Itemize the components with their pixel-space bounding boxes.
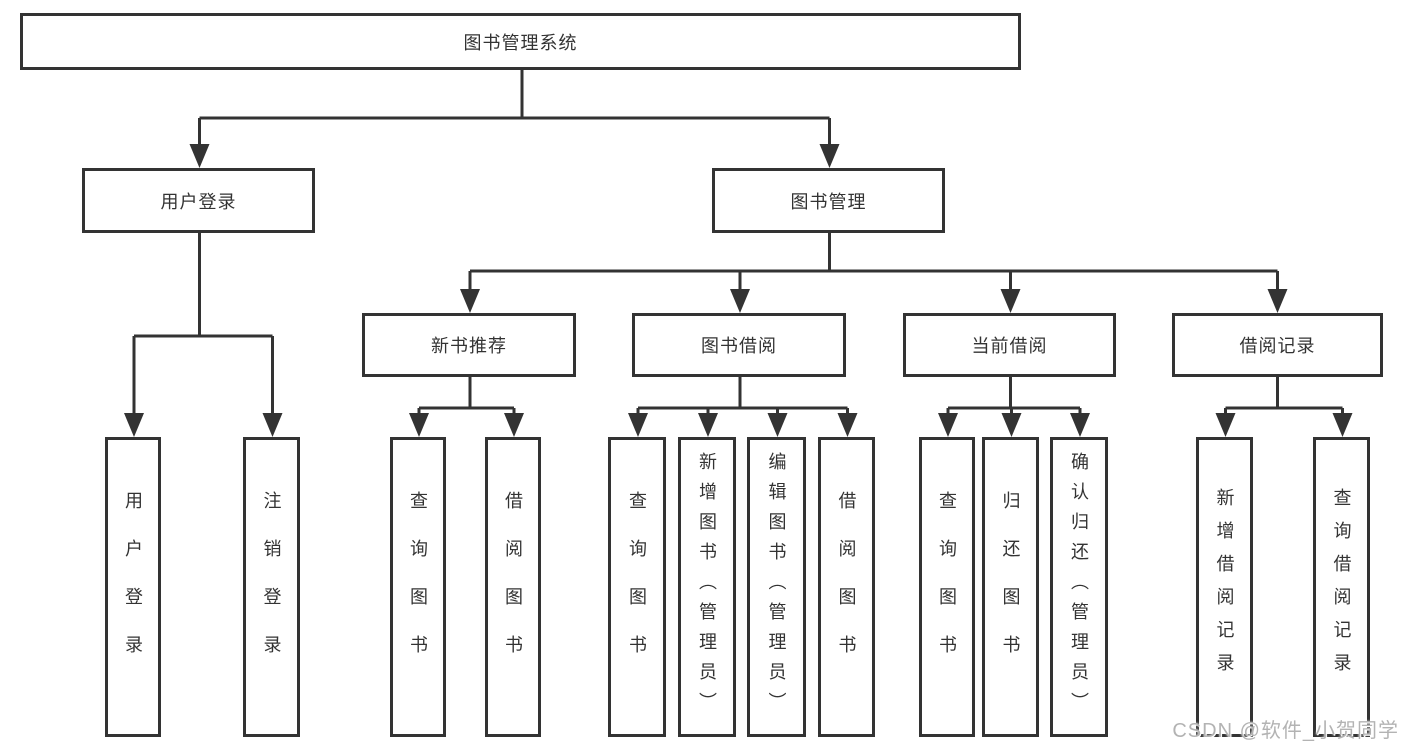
leaf-borrow-books-label: 借阅图书 bbox=[836, 491, 857, 683]
connector-book-management-children bbox=[460, 233, 1288, 313]
node-new-book-recommend: 新书推荐 bbox=[362, 313, 576, 377]
leaf-recommend-query-books: 查询图书 bbox=[390, 437, 446, 737]
connector-new-book-recommend-children bbox=[409, 377, 524, 437]
leaf-recommend-borrow-books: 借阅图书 bbox=[485, 437, 541, 737]
watermark: CSDN @软件_小贺同学 bbox=[1172, 720, 1399, 742]
leaf-confirm-return-admin-label: 确认归还（管理员） bbox=[1069, 452, 1089, 722]
leaf-logout-label: 注销登录 bbox=[261, 491, 282, 683]
leaf-add-books-admin-label: 新增图书（管理员） bbox=[697, 452, 717, 722]
leaf-user-login-label: 用户登录 bbox=[123, 491, 143, 683]
leaf-recommend-query-books-label: 查询图书 bbox=[408, 491, 428, 683]
node-book-borrow-label: 图书借阅 bbox=[701, 336, 777, 356]
connector-borrow-records-children bbox=[1215, 377, 1353, 437]
node-borrow-records: 借阅记录 bbox=[1172, 313, 1383, 377]
node-book-management: 图书管理 bbox=[712, 168, 945, 233]
leaf-recommend-borrow-books-label: 借阅图书 bbox=[503, 491, 523, 683]
node-user-login-label: 用户登录 bbox=[160, 191, 237, 212]
leaf-edit-books-admin-label: 编辑图书（管理员） bbox=[766, 452, 787, 722]
node-book-management-label: 图书管理 bbox=[790, 191, 867, 212]
leaf-current-query-books: 查询图书 bbox=[919, 437, 975, 737]
leaf-logout: 注销登录 bbox=[243, 437, 300, 737]
node-book-borrow: 图书借阅 bbox=[632, 313, 846, 377]
node-root-system-label: 图书管理系统 bbox=[463, 32, 578, 53]
leaf-borrow-query-books-label: 查询图书 bbox=[627, 491, 647, 683]
connector-user-login-children bbox=[124, 233, 283, 437]
node-current-borrow: 当前借阅 bbox=[903, 313, 1116, 377]
node-user-login: 用户登录 bbox=[82, 168, 315, 233]
node-root-system: 图书管理系统 bbox=[20, 13, 1021, 70]
leaf-borrow-books: 借阅图书 bbox=[818, 437, 875, 737]
connector-root-to-level2 bbox=[189, 70, 840, 168]
node-current-borrow-label: 当前借阅 bbox=[971, 336, 1048, 356]
leaf-add-borrow-record: 新增借阅记录 bbox=[1196, 437, 1253, 737]
leaf-user-login: 用户登录 bbox=[105, 437, 161, 737]
node-borrow-records-label: 借阅记录 bbox=[1239, 336, 1316, 356]
leaf-query-borrow-record-label: 查询借阅记录 bbox=[1331, 488, 1352, 686]
leaf-return-books: 归还图书 bbox=[982, 437, 1039, 737]
leaf-add-books-admin: 新增图书（管理员） bbox=[678, 437, 736, 737]
leaf-add-borrow-record-label: 新增借阅记录 bbox=[1214, 488, 1235, 686]
leaf-edit-books-admin: 编辑图书（管理员） bbox=[747, 437, 806, 737]
connector-current-borrow-children bbox=[938, 377, 1090, 437]
node-new-book-recommend-label: 新书推荐 bbox=[431, 336, 507, 356]
connector-book-borrow-children bbox=[628, 377, 858, 437]
leaf-query-borrow-record: 查询借阅记录 bbox=[1313, 437, 1370, 737]
leaf-confirm-return-admin: 确认归还（管理员） bbox=[1050, 437, 1108, 737]
leaf-borrow-query-books: 查询图书 bbox=[608, 437, 666, 737]
leaf-return-books-label: 归还图书 bbox=[1000, 491, 1021, 683]
leaf-current-query-books-label: 查询图书 bbox=[937, 491, 957, 683]
